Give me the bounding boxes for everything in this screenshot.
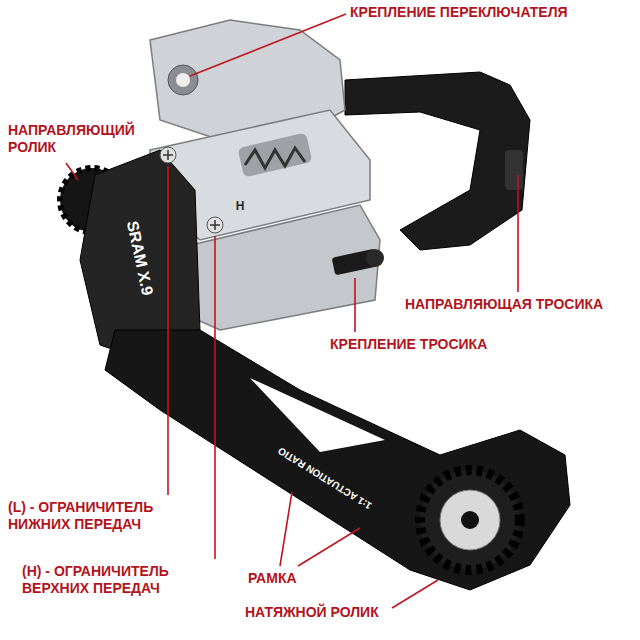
screw-slot: [163, 150, 173, 160]
pulley-bolt: [461, 511, 479, 529]
limit-screw-l: [160, 147, 176, 163]
mount-bolt-hole: [176, 73, 190, 87]
callout-label: КРЕПЛЕНИЕ ПЕРЕКЛЮЧАТЕЛЯ: [350, 4, 568, 21]
leader-line: [354, 278, 356, 332]
leader-line: [167, 166, 169, 495]
limit-screw-h: [207, 217, 223, 233]
leader-line: [280, 492, 292, 566]
tension-pulley: [420, 470, 520, 570]
callout-label: НАПРАВЛЯЮЩИЙ РОЛИК: [8, 122, 143, 156]
screw-slot: [210, 220, 220, 230]
leader-line: [517, 175, 519, 292]
callout-label: НАПРАВЛЯЮЩАЯ ТРОСИКА: [405, 296, 603, 313]
callout-label: (H) - ОГРАНИЧИТЕЛЬ ВЕРХНИХ ПЕРЕДАЧ: [22, 563, 212, 597]
cable-guide-slot: [505, 150, 523, 190]
callout-label: (L) - ОГРАНИЧИТЕЛЬ НИЖНИХ ПЕРЕДАЧ: [8, 499, 193, 533]
callout-label: НАТЯЖНОЙ РОЛИК: [245, 604, 379, 621]
mount-bolt: [168, 65, 198, 95]
leader-line: [66, 163, 78, 180]
cage: [105, 330, 570, 590]
callout-label: КРЕПЛЕНИЕ ТРОСИКА: [330, 336, 487, 353]
pulley-disc: [440, 490, 500, 550]
link-window: [238, 133, 313, 178]
cable-bolt-head: [366, 249, 384, 267]
lower-link: [170, 205, 380, 330]
callout-label: РАМКА: [248, 570, 297, 587]
printed-marking: 1:1 ACTUATION RATIO: [276, 444, 374, 511]
leader-line: [392, 580, 438, 608]
cage-cutout: [250, 378, 385, 452]
leader-line: [190, 14, 346, 76]
cable-guide-arm: [345, 72, 530, 250]
leader-line: [214, 236, 216, 559]
printed-marking: SRAM X.9: [123, 219, 157, 297]
leader-line: [298, 528, 360, 566]
printed-marking: H: [236, 199, 245, 213]
spring: [245, 148, 305, 168]
